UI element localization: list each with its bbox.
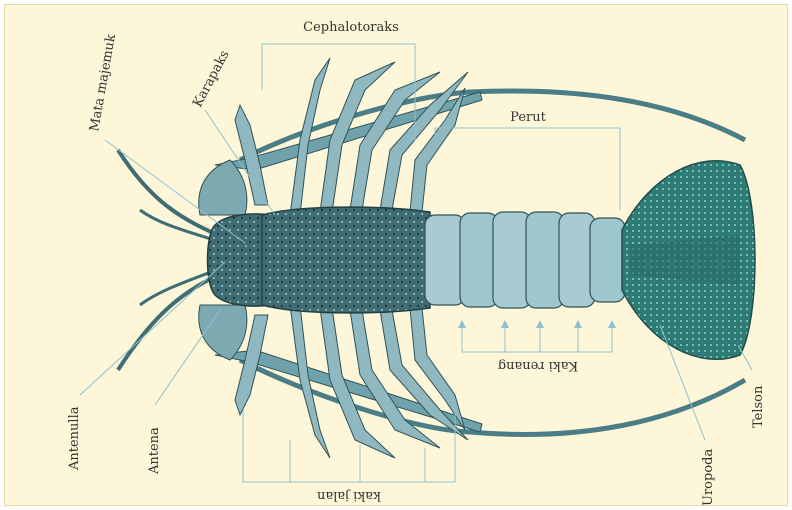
kaki-renang-arrows bbox=[458, 320, 616, 328]
label-uropoda: Uropoda bbox=[701, 449, 716, 506]
arrow-3 bbox=[536, 320, 544, 328]
abdomen-segment-6 bbox=[590, 218, 625, 302]
label-kaki-renang: Kaki renang bbox=[498, 358, 578, 373]
abdomen-segment-4 bbox=[526, 212, 564, 308]
arrow-1 bbox=[458, 320, 466, 328]
carapace bbox=[262, 207, 430, 313]
kaki-renang-bracket bbox=[462, 325, 612, 352]
telson-line bbox=[738, 345, 752, 370]
head bbox=[208, 214, 271, 306]
label-cephalotoraks: Cephalotoraks bbox=[303, 20, 399, 35]
label-karapaks: Karapaks bbox=[190, 48, 232, 110]
abdomen-segment-2 bbox=[460, 213, 498, 307]
perut-bracket bbox=[435, 128, 620, 210]
abdomen bbox=[425, 212, 625, 308]
arrow-5 bbox=[608, 320, 616, 328]
arrow-4 bbox=[574, 320, 582, 328]
abdomen-segment-1 bbox=[425, 215, 465, 305]
abdomen-segment-3 bbox=[493, 212, 531, 308]
label-telson: Telson bbox=[751, 385, 766, 428]
label-mata-majemuk: Mata majemuk bbox=[87, 33, 119, 133]
label-antena: Antena bbox=[147, 427, 162, 475]
lobster-illustration bbox=[118, 58, 755, 458]
antena-line bbox=[155, 310, 220, 405]
label-antenulla: Antenulla bbox=[67, 406, 82, 471]
arrow-2 bbox=[501, 320, 509, 328]
label-kaki-jalan: kaki jalan bbox=[316, 488, 380, 503]
label-perut: Perut bbox=[510, 110, 546, 125]
